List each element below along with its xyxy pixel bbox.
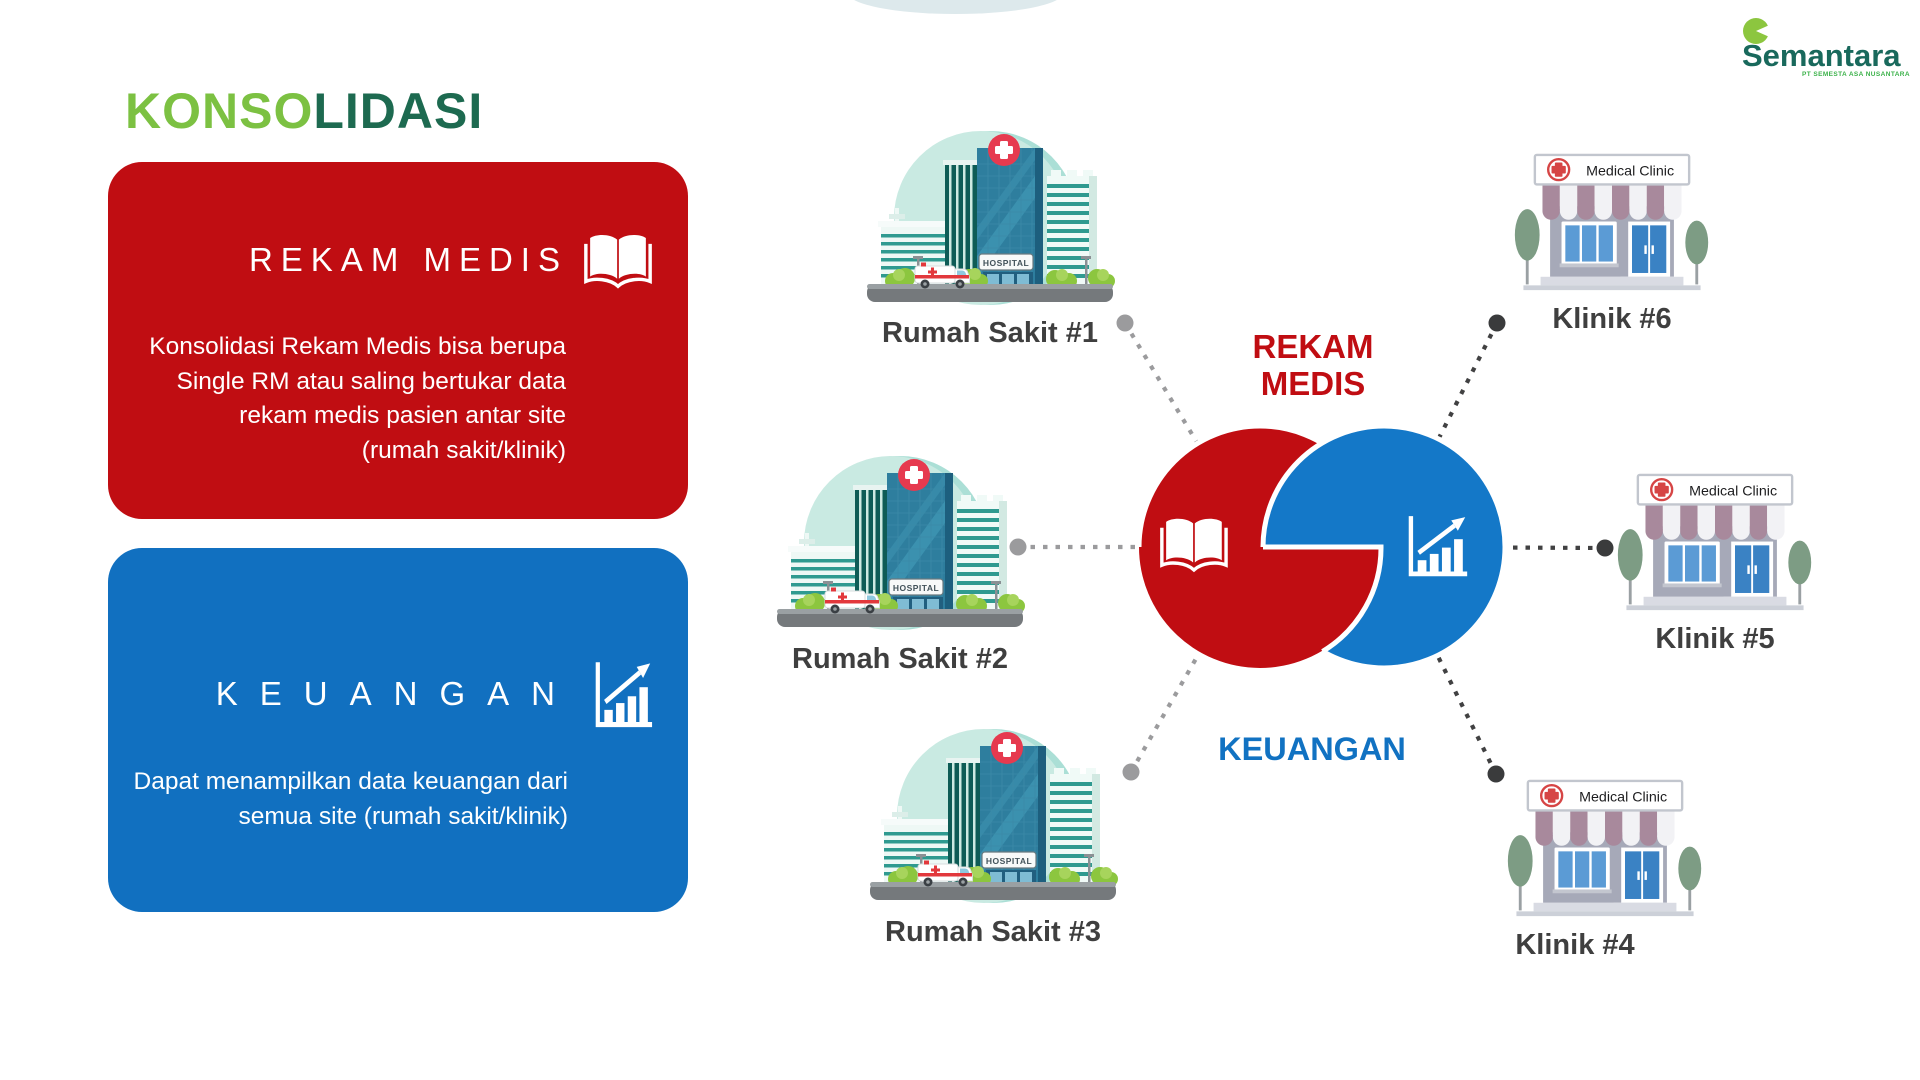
bar-chart-icon	[1411, 516, 1467, 574]
connector-lines-right	[1382, 322, 1606, 775]
hospital-label-1: Rumah Sakit #1	[882, 317, 1098, 349]
hospital-label-3: Rumah Sakit #3	[885, 916, 1101, 948]
keuangan-circle	[1260, 423, 1508, 671]
clinic-label-6: Klinik #6	[1552, 303, 1672, 335]
open-book-icon	[584, 233, 652, 288]
logo-tagline: PT SEMESTA ASA NUSANTARA	[1802, 71, 1910, 78]
rekam-medis-card-heading-row: REKAM MEDIS	[248, 232, 652, 288]
rekam-medis-diagram-label: REKAM MEDIS	[1252, 328, 1374, 402]
keuangan-diagram-label: KEUANGAN	[1218, 731, 1406, 767]
clinic-label-4: Klinik #4	[1515, 929, 1635, 961]
logo-mark-icon	[1743, 18, 1774, 44]
rekam-medis-card: REKAM MEDIS Konsolidasi Rekam Medis bisa…	[108, 162, 688, 519]
rekam-medis-circle	[1136, 423, 1384, 671]
venn-separator	[1263, 544, 1384, 654]
title-part-2: LIDASI	[313, 83, 484, 139]
bar-chart-icon	[595, 660, 653, 728]
keuangan-card-heading: KEUANGAN	[215, 675, 577, 712]
semantara-logo: Semantara PT SEMESTA ASA NUSANTARA	[1740, 16, 1915, 80]
page-title: KONSOLIDASI	[125, 82, 483, 140]
rekam-medis-card-body: Konsolidasi Rekam Medis bisa berupa Sing…	[149, 333, 566, 464]
logo-brand: Semantara	[1742, 38, 1901, 73]
clinic-illustration-5	[1615, 471, 1815, 619]
top-decoration	[848, 0, 1063, 14]
keuangan-card-body: Dapat menampilkan data keuangan dari sem…	[133, 768, 568, 830]
hospital-illustration-3	[868, 726, 1118, 916]
keuangan-card: KEUANGAN Dapat menampilkan data keuangan…	[108, 548, 688, 912]
clinic-illustration-6	[1512, 151, 1712, 299]
rekam-medis-circle-lower-half	[1139, 547, 1381, 668]
hospital-illustration-2	[775, 453, 1025, 643]
hospital-illustration-1	[865, 128, 1115, 318]
keuangan-card-heading-row: KEUANGAN	[216, 660, 653, 728]
open-book-icon	[1160, 517, 1228, 572]
rekam-medis-card-heading: REKAM MEDIS	[248, 241, 568, 278]
hospital-label-2: Rumah Sakit #2	[792, 643, 1008, 675]
title-part-1: KONSO	[125, 83, 314, 139]
clinic-label-5: Klinik #5	[1655, 623, 1775, 655]
clinic-illustration-4	[1505, 777, 1705, 925]
